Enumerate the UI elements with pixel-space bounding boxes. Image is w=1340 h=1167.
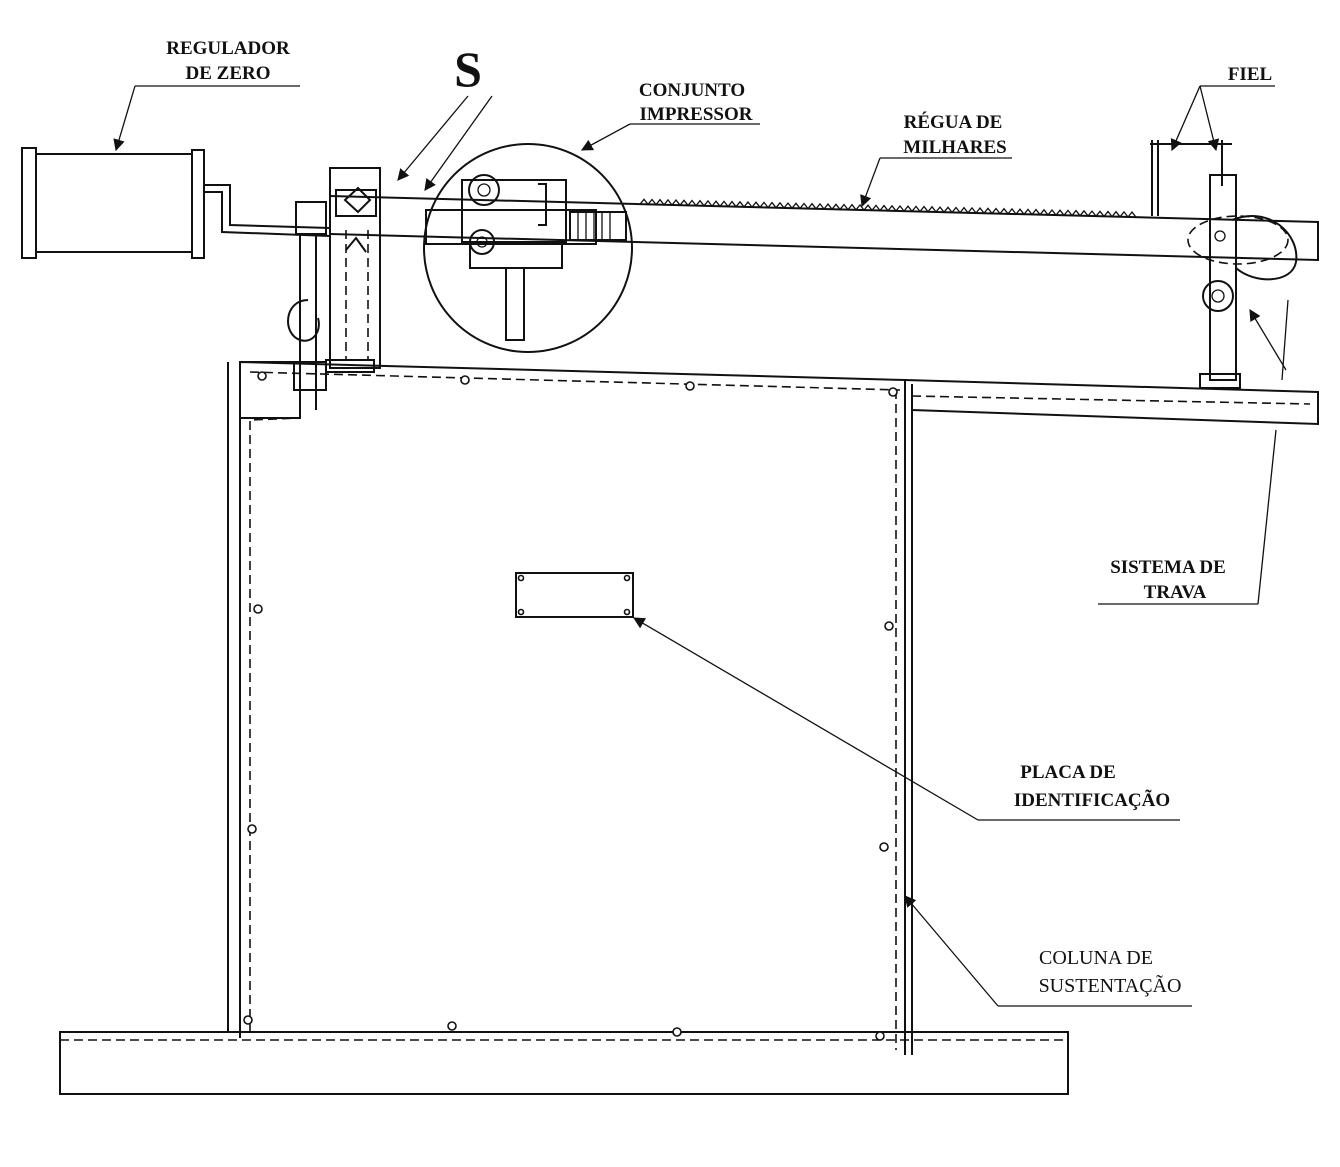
label-s-marker: S — [454, 41, 482, 97]
leader-lines — [113, 85, 1289, 1007]
label-sistema-de-trava: SISTEMA DE TRAVA — [1110, 557, 1226, 603]
identification-plate — [515, 572, 634, 618]
svg-text:IMPRESSOR: IMPRESSOR — [640, 104, 753, 125]
svg-text:REGULADOR: REGULADOR — [166, 38, 290, 59]
svg-text:TRAVA: TRAVA — [1144, 582, 1207, 603]
support-column — [227, 360, 913, 1055]
svg-text:CONJUNTO: CONJUNTO — [639, 80, 745, 101]
zero-regulator — [21, 147, 331, 259]
svg-text:MILHARES: MILHARES — [903, 137, 1006, 158]
label-placa-de-identificacao: PLACA DE IDENTIFICAÇÃO — [1014, 762, 1170, 811]
printer-assembly — [423, 143, 633, 353]
svg-text:DE ZERO: DE ZERO — [186, 63, 271, 84]
pivot-hanger-assembly — [240, 167, 381, 419]
lock-system — [1150, 140, 1298, 389]
label-regulador-de-zero: REGULADOR DE ZERO — [166, 38, 290, 84]
svg-text:PLACA DE: PLACA DE — [1020, 762, 1116, 783]
svg-text:SUSTENTAÇÃO: SUSTENTAÇÃO — [1039, 973, 1182, 997]
svg-text:IDENTIFICAÇÃO: IDENTIFICAÇÃO — [1014, 789, 1170, 811]
label-coluna-de-sustentacao: COLUNA DE SUSTENTAÇÃO — [1039, 947, 1182, 997]
svg-text:SISTEMA DE: SISTEMA DE — [1110, 557, 1226, 578]
svg-text:RÉGUA DE: RÉGUA DE — [904, 111, 1003, 133]
cabinet-screw-holes — [243, 371, 898, 1041]
label-regua-de-milhares: RÉGUA DE MILHARES — [903, 111, 1006, 158]
svg-text:COLUNA DE: COLUNA DE — [1039, 947, 1153, 969]
right-shelf — [904, 379, 1319, 426]
label-conjunto-impressor: CONJUNTO IMPRESSOR — [639, 80, 753, 125]
thousands-beam — [329, 195, 1319, 262]
label-fiel: FIEL — [1228, 64, 1272, 85]
base-plate — [59, 1031, 1069, 1095]
